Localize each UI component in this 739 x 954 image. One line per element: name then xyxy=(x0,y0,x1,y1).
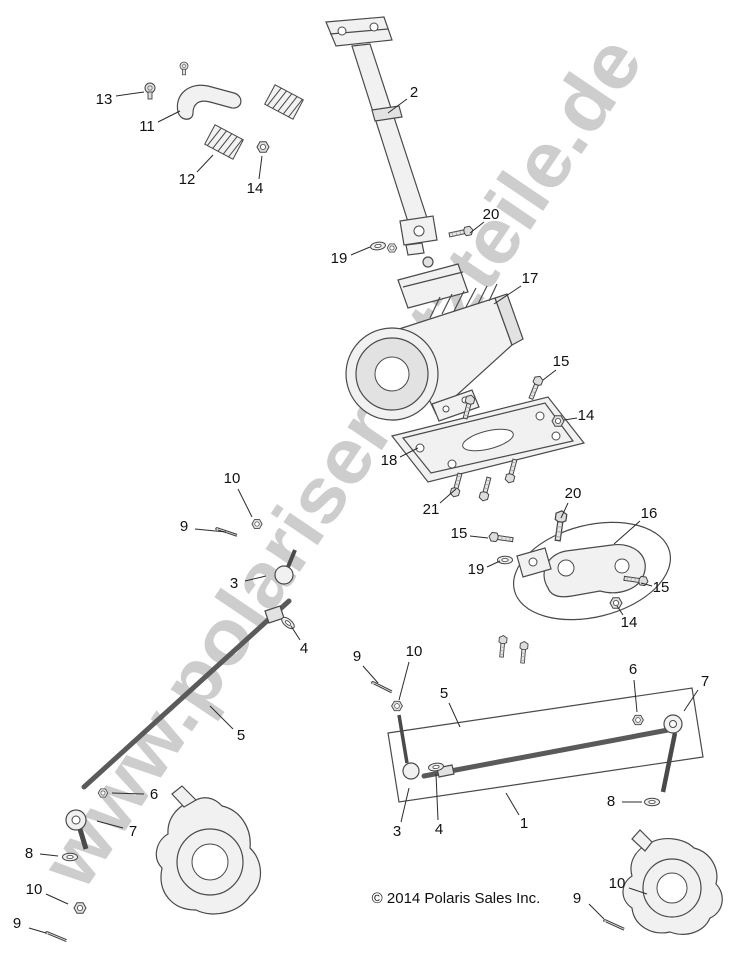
callout-15-c: 15 xyxy=(653,579,670,596)
callout-10-d: 10 xyxy=(609,875,626,892)
callout-3-b: 3 xyxy=(393,823,401,840)
callout-13: 13 xyxy=(96,91,113,108)
callout-21: 21 xyxy=(423,501,440,518)
nut-6-left xyxy=(97,788,109,798)
bolt-15-plate xyxy=(526,374,545,401)
copyright-text: © 2014 Polaris Sales Inc. xyxy=(372,890,541,907)
steering-arm-group xyxy=(512,521,672,621)
callout-9-c: 9 xyxy=(13,915,21,932)
callout-1: 1 xyxy=(520,815,528,832)
pin-9-right xyxy=(602,918,626,931)
callout-9-a: 9 xyxy=(180,518,188,535)
nut-10-rod-left-end xyxy=(391,700,403,712)
callout-labels: 13 11 12 14 2 20 19 17 15 14 18 21 10 9 … xyxy=(13,84,709,932)
callout-7-a: 7 xyxy=(701,673,709,690)
callout-20-a: 20 xyxy=(483,206,500,223)
tie-rod-right-assembly xyxy=(387,687,704,803)
callout-14-b: 14 xyxy=(578,407,595,424)
callout-18: 18 xyxy=(381,452,398,469)
callout-8-b: 8 xyxy=(607,793,615,810)
tie-rod-left xyxy=(65,549,297,850)
washer-8-right xyxy=(644,797,660,807)
callout-2: 2 xyxy=(410,84,418,101)
callout-19-b: 19 xyxy=(468,561,485,578)
callout-10-a: 10 xyxy=(224,470,241,487)
callout-16: 16 xyxy=(641,505,658,522)
pin-9-rod-left-end xyxy=(369,680,394,694)
callout-5-a: 5 xyxy=(440,685,448,702)
nut-14-arm xyxy=(609,597,623,609)
callout-14-a: 14 xyxy=(247,180,264,197)
nut-14-plate xyxy=(551,415,565,427)
bolt-arm-lower-b xyxy=(518,640,529,664)
bolt-21-b xyxy=(478,476,494,503)
callout-6-b: 6 xyxy=(150,786,158,803)
steering-knuckle-right xyxy=(622,829,723,935)
callout-5-b: 5 xyxy=(237,727,245,744)
callout-7-b: 7 xyxy=(129,823,137,840)
callout-19-a: 19 xyxy=(331,250,348,267)
pin-9-upper xyxy=(214,527,239,537)
callout-4-b: 4 xyxy=(435,821,443,838)
bolt-arm-lower-a xyxy=(497,634,508,658)
nut-6-right xyxy=(632,714,644,726)
callout-9-b: 9 xyxy=(353,648,361,665)
steering-knuckle-left xyxy=(155,785,262,915)
callout-20-b: 20 xyxy=(565,485,582,502)
callout-8-a: 8 xyxy=(25,845,33,862)
callout-12: 12 xyxy=(179,171,196,188)
washer-19-upper xyxy=(369,240,387,252)
bolt-15-arm-left xyxy=(487,531,514,545)
callout-10-c: 10 xyxy=(26,881,43,898)
nut-14-top xyxy=(256,141,270,153)
nut-10-left xyxy=(73,902,87,914)
callout-4-a: 4 xyxy=(300,640,308,657)
watermark-text: www.polarisersatzteile.de xyxy=(24,20,660,903)
nut-10-upper xyxy=(251,519,263,529)
bolt-20-arm xyxy=(551,509,568,542)
callout-9-d: 9 xyxy=(573,890,581,907)
spring-bushing-right xyxy=(264,84,304,120)
screw-13 xyxy=(144,82,156,100)
callout-17: 17 xyxy=(522,270,539,287)
washer-19-arm xyxy=(497,555,513,565)
mounting-plate xyxy=(390,396,586,483)
pin-9-left xyxy=(44,930,68,943)
steering-column xyxy=(325,16,438,256)
callout-6-a: 6 xyxy=(629,661,637,678)
callout-11: 11 xyxy=(139,118,155,135)
washer-8-left xyxy=(62,852,78,862)
spring-bushing-12 xyxy=(204,124,244,160)
nut-19-upper xyxy=(386,243,398,253)
callout-15-a: 15 xyxy=(553,353,570,370)
callout-3-a: 3 xyxy=(230,575,238,592)
callout-10-b: 10 xyxy=(406,643,423,660)
eps-steering-gear xyxy=(345,256,524,422)
callout-14-c: 14 xyxy=(621,614,638,631)
leader-lines xyxy=(28,91,699,934)
callout-15-b: 15 xyxy=(451,525,468,542)
screw-top-icon xyxy=(179,61,189,76)
clamp-bracket xyxy=(176,84,242,120)
